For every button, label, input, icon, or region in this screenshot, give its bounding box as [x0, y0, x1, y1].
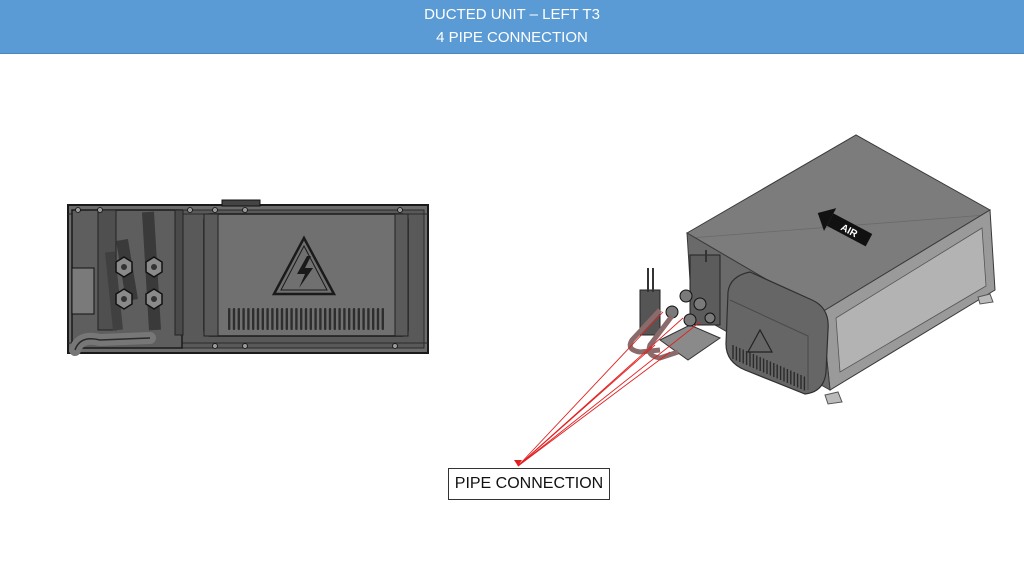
vent-slot [252, 308, 255, 330]
high-voltage-warning-icon [746, 328, 774, 353]
vent-grille [228, 308, 384, 330]
vent-slot [343, 308, 346, 330]
callout-leader-lines [517, 311, 701, 467]
vent-slot [381, 308, 384, 330]
slide-title-line1: DUCTED UNIT – LEFT T3 [424, 6, 600, 23]
unit-front-view [67, 199, 429, 356]
vent-slot [352, 308, 356, 330]
vent-slot [290, 308, 293, 330]
vent-slot [271, 308, 274, 330]
vent-slot [276, 308, 279, 330]
vent-slot [261, 308, 264, 330]
slide-header: DUCTED UNIT – LEFT T3 4 PIPE CONNECTION [0, 0, 1024, 54]
vent-slot [314, 308, 317, 330]
unit-isometric-view [627, 134, 996, 405]
vent-slot [328, 308, 332, 330]
vent-slot [237, 308, 240, 330]
pipe-connection-callout: PIPE CONNECTION [448, 468, 610, 500]
vent-slot [304, 308, 308, 330]
vent-slot [228, 308, 231, 330]
vent-slot [266, 308, 269, 330]
vent-slot [300, 308, 303, 330]
vent-slot [280, 308, 284, 330]
vent-slot [367, 308, 370, 330]
high-voltage-warning-icon [271, 235, 337, 296]
vent-slot [376, 308, 380, 330]
vent-slot [247, 308, 250, 330]
vent-slot [285, 308, 288, 330]
vent-slot [348, 308, 351, 330]
vent-slot [362, 308, 365, 330]
vent-slot [232, 308, 236, 330]
vent-slot [242, 308, 245, 330]
vent-slot [295, 308, 298, 330]
slide-title-line2: 4 PIPE CONNECTION [436, 29, 588, 46]
vent-grille [732, 345, 806, 391]
vent-slot [357, 308, 360, 330]
vent-slot [256, 308, 260, 330]
vent-slot [324, 308, 327, 330]
vent-slot [372, 308, 375, 330]
vent-slot [319, 308, 322, 330]
vent-slot [309, 308, 312, 330]
vent-slot [333, 308, 336, 330]
vent-slot [338, 308, 341, 330]
leader-arrowhead-icon [514, 460, 522, 466]
